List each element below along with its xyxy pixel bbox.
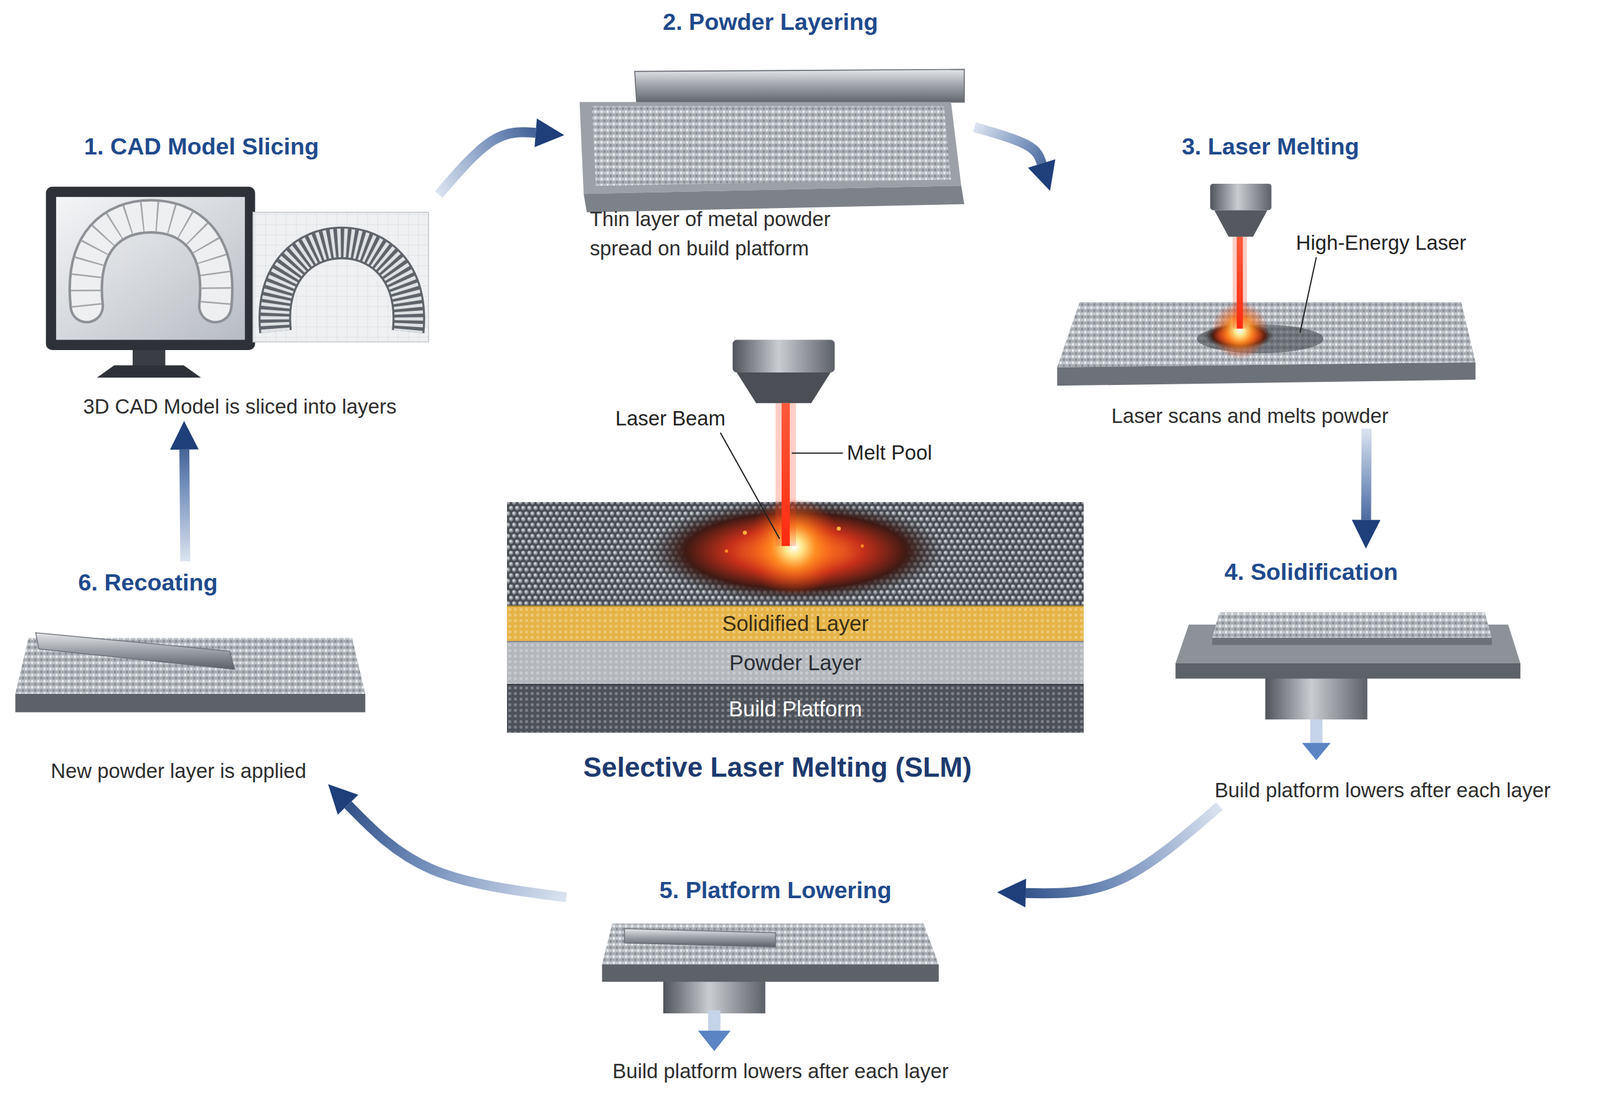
- step-caption: Build platform lowers after each layer: [566, 1056, 995, 1087]
- step-heading: 6. Recoating: [9, 568, 286, 597]
- monitor-base: [97, 365, 202, 379]
- platform-piston: [1265, 673, 1368, 720]
- laser-beam-glow: [1232, 236, 1247, 329]
- laser-beam-glow: [775, 402, 796, 546]
- solidification-illustration: [1175, 612, 1521, 761]
- solid-layer: [1211, 612, 1492, 638]
- sliced-model-outline: [274, 242, 409, 332]
- laser-head: [1210, 183, 1272, 211]
- leader-line: [791, 452, 843, 454]
- dental-model: [85, 216, 217, 306]
- powder-plate: [1056, 302, 1476, 368]
- down-arrow-shaft: [708, 1010, 721, 1033]
- process-step: 4. SolidificationBuild platform lowers a…: [1173, 551, 1592, 807]
- step-caption: Thin layer of metal powder spread on bui…: [589, 204, 897, 264]
- layer-band: Build Platform: [506, 683, 1084, 734]
- monitor-screen: [56, 196, 245, 340]
- platform-top: [602, 923, 940, 965]
- flow-arrow: [439, 132, 537, 195]
- laser-nozzle: [736, 372, 831, 403]
- layer-band: Powder Layer: [506, 640, 1084, 684]
- step-caption: New powder layer is applied: [9, 756, 347, 786]
- layer-band: Solidified Layer: [506, 605, 1084, 641]
- flow-arrow: [348, 804, 567, 898]
- flow-arrow: [974, 127, 1042, 164]
- leader-line: [720, 432, 780, 539]
- process-step: 1. CAD Model Slicing 3D CAD Model is slic…: [41, 127, 440, 419]
- dental-model-outline: [85, 216, 217, 306]
- recoater-blade: [624, 928, 776, 947]
- leader-line: [1299, 257, 1316, 333]
- recoating-illustration: [15, 632, 366, 713]
- spark: [724, 549, 729, 553]
- step-heading: 2. Powder Layering: [566, 8, 975, 37]
- diagram-title: Selective Laser Melting (SLM): [583, 751, 973, 783]
- step-caption: Laser scans and melts powder: [1061, 401, 1439, 431]
- step-heading: 1. CAD Model Slicing: [41, 132, 363, 161]
- laser-beam: [781, 402, 790, 546]
- down-arrow-head: [1302, 743, 1331, 761]
- process-step: 6. RecoatingNew powder layer is applied: [9, 561, 347, 786]
- callout-label: Melt Pool: [847, 440, 933, 465]
- plate-front: [1056, 362, 1476, 387]
- laser-melting-illustration: [1056, 183, 1476, 386]
- step-heading: 4. Solidification: [1173, 558, 1449, 587]
- process-step: 3. Laser MeltingLaser scans and melts po…: [1061, 127, 1480, 429]
- sliced-model-layers: [274, 242, 409, 332]
- tooth-dividers: [85, 216, 217, 306]
- laser-head: [732, 340, 835, 373]
- slm-cross-section: [506, 340, 1084, 734]
- platform-front: [1175, 663, 1521, 679]
- laser-nozzle: [1214, 210, 1268, 238]
- band-label: Build Platform: [728, 696, 862, 722]
- band-label: Powder Layer: [729, 650, 862, 676]
- solid-layer-edge: [1211, 637, 1492, 645]
- band-label: Solidified Layer: [722, 611, 869, 636]
- flow-arrow: [184, 449, 186, 562]
- process-step: 5. Platform LoweringBuild platform lower…: [566, 869, 995, 1084]
- laser-beam: [1236, 236, 1244, 329]
- step-heading: 5. Platform Lowering: [566, 876, 985, 905]
- flow-arrow: [1360, 428, 1372, 521]
- callout-label: Laser Beam: [615, 406, 726, 431]
- bed-front: [15, 693, 366, 712]
- spark: [743, 530, 748, 535]
- powder-bed-illustration: [579, 69, 965, 212]
- spark: [836, 526, 841, 531]
- slice-panel: [252, 212, 429, 342]
- down-arrow-head: [698, 1030, 731, 1052]
- flow-arrow: [1025, 805, 1220, 894]
- slice-grid: [252, 212, 429, 342]
- powder-layer: [591, 105, 952, 186]
- callout-label: High-Energy Laser: [1296, 231, 1467, 255]
- process-step: 2. Powder LayeringThin layer of metal po…: [566, 4, 975, 271]
- monitor-frame: [46, 186, 256, 351]
- monitor-neck: [132, 350, 166, 367]
- spark: [860, 544, 864, 548]
- platform-lowering-illustration: [602, 923, 940, 1052]
- tray-top: [579, 102, 962, 194]
- step-caption: Build platform lowers after each layer: [1173, 775, 1592, 806]
- down-arrow-shaft: [1310, 719, 1323, 745]
- step-heading: 3. Laser Melting: [1061, 132, 1480, 161]
- computer-monitor: [46, 186, 429, 378]
- recoater-blade: [35, 632, 235, 670]
- recoater-blade: [634, 69, 965, 105]
- step-caption: 3D CAD Model is sliced into layers: [41, 391, 440, 422]
- platform-front: [602, 964, 940, 982]
